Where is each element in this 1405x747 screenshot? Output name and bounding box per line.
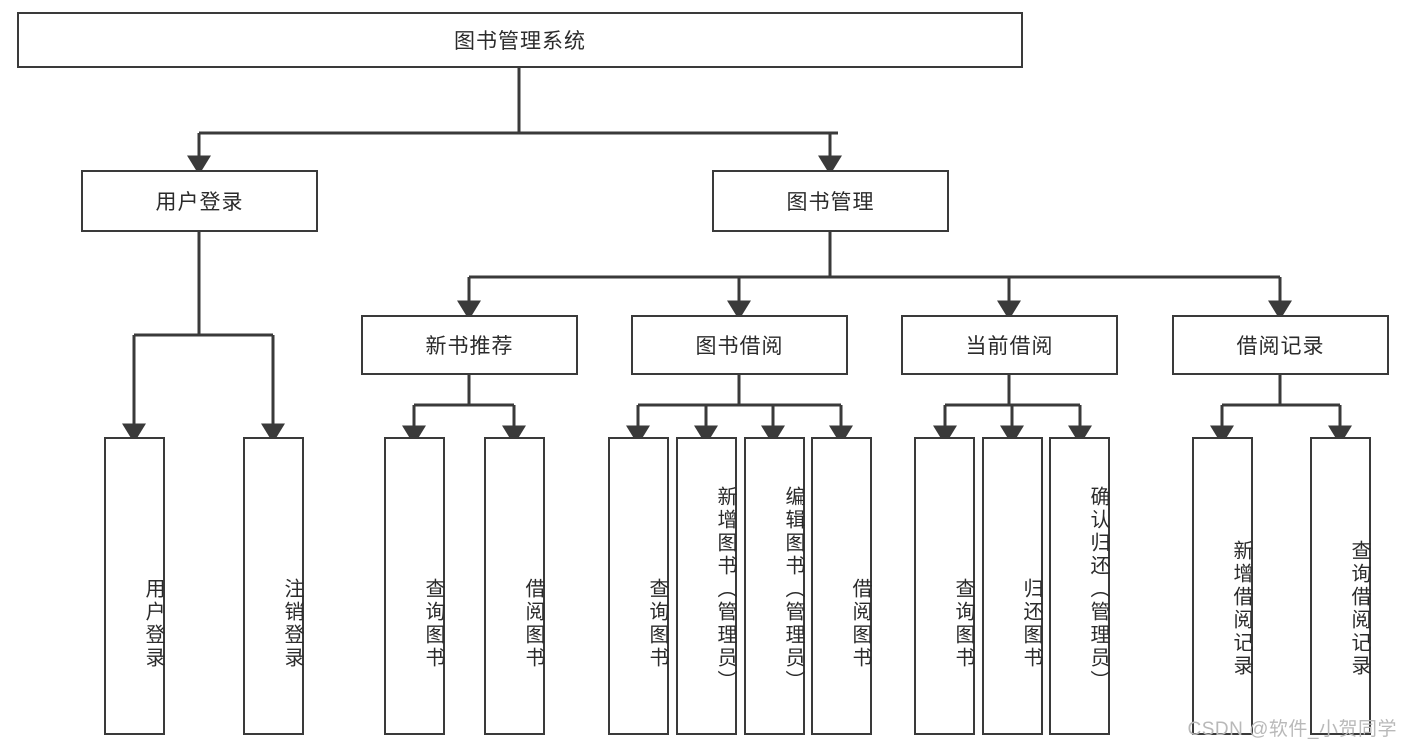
leaf-user-login-logout[interactable]: 注销登录 [243,437,304,735]
leaf-new-book-borrow[interactable]: 借阅图书 [484,437,545,735]
leaf-book-borrow-borrow[interactable]: 借阅图书 [811,437,872,735]
leaf-book-borrow-query[interactable]: 查询图书 [608,437,669,735]
node-book-borrow[interactable]: 图书借阅 [631,315,848,375]
leaf-current-borrow-query[interactable]: 查询图书 [914,437,975,735]
leaf-current-borrow-confirm-return[interactable]: 确认归还（管理员） [1049,437,1110,735]
leaf-new-book-query[interactable]: 查询图书 [384,437,445,735]
node-user-login[interactable]: 用户登录 [81,170,318,232]
leaf-borrow-record-query[interactable]: 查询借阅记录 [1310,437,1371,735]
node-new-book-recommend[interactable]: 新书推荐 [361,315,578,375]
node-root-system[interactable]: 图书管理系统 [17,12,1023,68]
leaf-book-borrow-edit[interactable]: 编辑图书（管理员） [744,437,805,735]
leaf-borrow-record-add[interactable]: 新增借阅记录 [1192,437,1253,735]
leaf-book-borrow-add[interactable]: 新增图书（管理员） [676,437,737,735]
leaf-user-login-login[interactable]: 用户登录 [104,437,165,735]
node-borrow-record[interactable]: 借阅记录 [1172,315,1389,375]
leaf-current-borrow-return[interactable]: 归还图书 [982,437,1043,735]
node-book-management[interactable]: 图书管理 [712,170,949,232]
node-current-borrow[interactable]: 当前借阅 [901,315,1118,375]
